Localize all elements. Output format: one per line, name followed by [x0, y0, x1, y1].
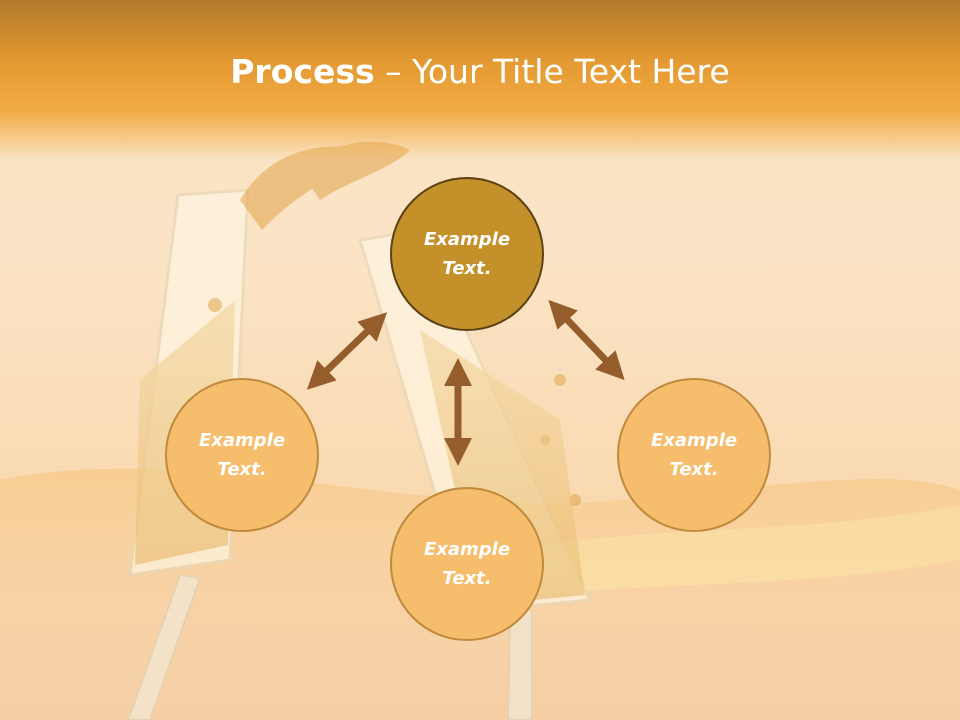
- node-label: Example Text.: [650, 430, 738, 480]
- node-label: Example Text.: [423, 539, 511, 589]
- node-label: Example Text.: [423, 229, 511, 279]
- title-rest: – Your Title Text Here: [374, 52, 730, 91]
- slide-title: Process – Your Title Text Here: [0, 52, 960, 91]
- process-node-top: Example Text.: [390, 177, 544, 331]
- process-node-left: Example Text.: [165, 378, 319, 532]
- title-bold: Process: [230, 52, 375, 91]
- process-node-right: Example Text.: [617, 378, 771, 532]
- header-band: [0, 0, 960, 160]
- double-arrow-icon: [306, 312, 388, 390]
- process-node-bottom: Example Text.: [390, 487, 544, 641]
- node-label: Example Text.: [198, 430, 286, 480]
- double-arrow-icon: [548, 299, 625, 381]
